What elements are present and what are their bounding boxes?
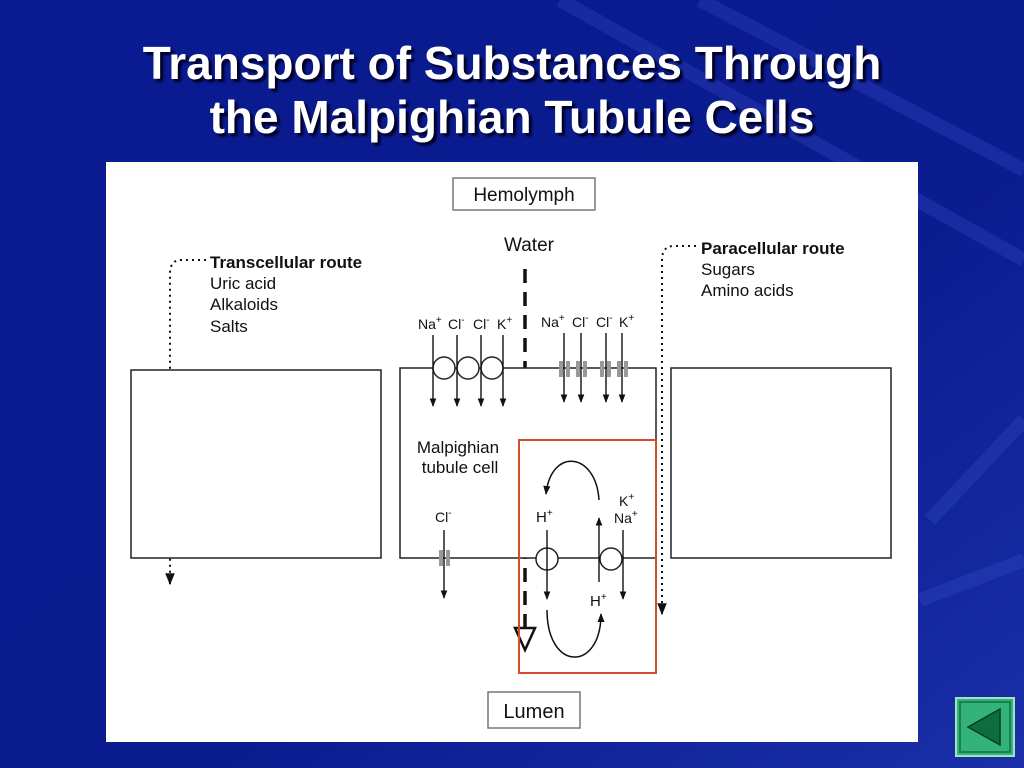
transcellular-item-3: Salts (210, 317, 248, 336)
lumen-box (487, 691, 581, 729)
cell-label-line-2: tubule cell (422, 458, 499, 477)
slide-title-line-2: the Malpighian Tubule Cells (209, 91, 815, 143)
transcellular-item-1: Uric acid (210, 274, 276, 293)
cell-label-line-1: Malpighian (417, 438, 499, 457)
ion-label-cl-right-2: Cl- (596, 313, 613, 330)
cotransporter-arrows (429, 335, 507, 407)
back-button[interactable] (955, 697, 1015, 757)
paracellular-heading: Paracellular route (701, 239, 845, 258)
hemolymph-label: Hemolymph (473, 185, 574, 206)
ion-label-k-left: K+ (497, 315, 512, 332)
ion-label-k-antiporter: K+ (619, 492, 634, 509)
cotransporter-circles (432, 356, 504, 380)
paracellular-item-2: Amino acids (701, 281, 794, 300)
ion-label-k-right: K+ (619, 313, 634, 330)
lumen-label: Lumen (503, 701, 564, 723)
figure-panel: Hemolymph Lumen Water Transcellular rout… (106, 162, 918, 742)
water-label: Water (504, 235, 555, 256)
highlight-box (518, 439, 657, 674)
slide-title-line-1: Transport of Substances Through (142, 37, 882, 89)
antiporter-circle (599, 547, 623, 571)
ion-label-na-antiporter: Na+ (614, 509, 638, 526)
ion-channels-apical (559, 361, 628, 377)
ion-label-na-left: Na+ (418, 315, 442, 332)
cl-channel-bottom (439, 550, 450, 566)
ion-label-cl-bottom: Cl- (435, 508, 452, 525)
hemolymph-box (452, 177, 596, 211)
transport-diagram: Hemolymph Lumen Water Transcellular rout… (130, 177, 892, 729)
slide-title: Transport of Substances Through the Malp… (0, 36, 1024, 144)
paracellular-item-1: Sugars (701, 260, 755, 279)
ion-label-cl-left-1: Cl- (448, 315, 465, 332)
ion-label-h-upper: H+ (536, 508, 553, 526)
paracellular-route-arrow (657, 245, 696, 616)
ion-label-cl-right-1: Cl- (572, 313, 589, 330)
proton-cycle-lower-arc (546, 609, 605, 658)
transcellular-route-arrow (165, 259, 206, 586)
transcellular-heading: Transcellular route (210, 253, 362, 272)
ion-label-cl-left-2: Cl- (473, 315, 490, 332)
triangle-left-icon (955, 697, 1015, 757)
left-neighbor-cell (130, 369, 382, 559)
pump-arrows (543, 517, 627, 600)
right-neighbor-cell (670, 367, 892, 559)
ion-label-na-right: Na+ (541, 313, 565, 330)
ion-label-h-lower: H+ (590, 592, 607, 610)
channel-arrows (560, 333, 626, 403)
malpighian-tubule-cell (399, 367, 657, 559)
proton-cycle-upper-arc (543, 460, 600, 501)
transcellular-item-2: Alkaloids (210, 295, 278, 314)
